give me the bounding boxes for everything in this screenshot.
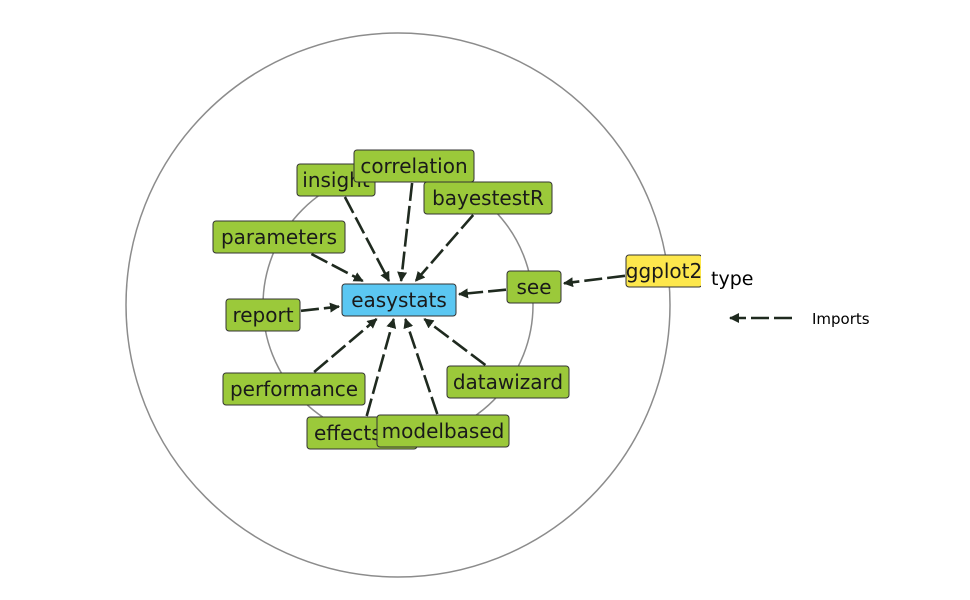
package-nodes: insightcorrelationbayestestRparametersre… [212,149,702,450]
node-see: see [506,270,562,304]
edge-insight-to-easystats [343,196,391,282]
edge-performance-to-easystats [313,318,378,373]
node-datawizard: datawizard [446,365,570,399]
node-label-datawizard: datawizard [453,370,563,394]
node-label-correlation: correlation [360,154,467,178]
edge-see-to-easystats [458,288,507,299]
node-box-see [506,270,562,304]
node-box-performance [222,372,366,406]
node-label-ggplot2: ggplot2 [626,259,702,283]
node-easystats: easystats [341,283,457,317]
node-label-performance: performance [230,377,358,401]
node-label-report: report [232,303,293,327]
node-parameters: parameters [212,220,346,254]
node-label-modelbased: modelbased [382,419,505,443]
node-box-correlation [353,149,475,183]
node-box-report [225,298,301,332]
node-correlation: correlation [353,149,475,183]
edge-report-to-easystats [300,302,340,313]
node-box-easystats [341,283,457,317]
legend-edge-label-0: Imports [812,310,870,328]
node-modelbased: modelbased [376,414,510,448]
node-box-ggplot2 [625,254,701,288]
node-ggplot2: ggplot2 [625,254,702,288]
node-box-modelbased [376,414,510,448]
outer-ring [125,32,671,578]
node-box-bayestestR [423,181,553,215]
edge-effectsize-to-easystats [365,318,397,417]
legend-title: type [711,268,753,290]
edge-ggplot2-to-see [563,274,626,288]
node-label-easystats: easystats [351,288,447,312]
edge-modelbased-to-easystats [403,318,439,415]
node-label-bayestestR: bayestestR [432,186,544,210]
legend: type Imports [711,268,870,328]
edge-bayestestR-to-easystats [414,214,475,282]
edge-parameters-to-easystats [310,252,364,283]
node-performance: performance [222,372,366,406]
node-report: report [225,298,301,332]
node-box-datawizard [446,365,570,399]
edge-datawizard-to-easystats [423,317,487,367]
edge-legend: Imports [729,310,870,328]
node-bayestestR: bayestestR [423,181,553,215]
node-label-parameters: parameters [221,225,337,249]
node-label-see: see [516,275,551,299]
dependency-edges [300,182,626,417]
edge-correlation-to-easystats [397,182,414,282]
node-box-parameters [212,220,346,254]
